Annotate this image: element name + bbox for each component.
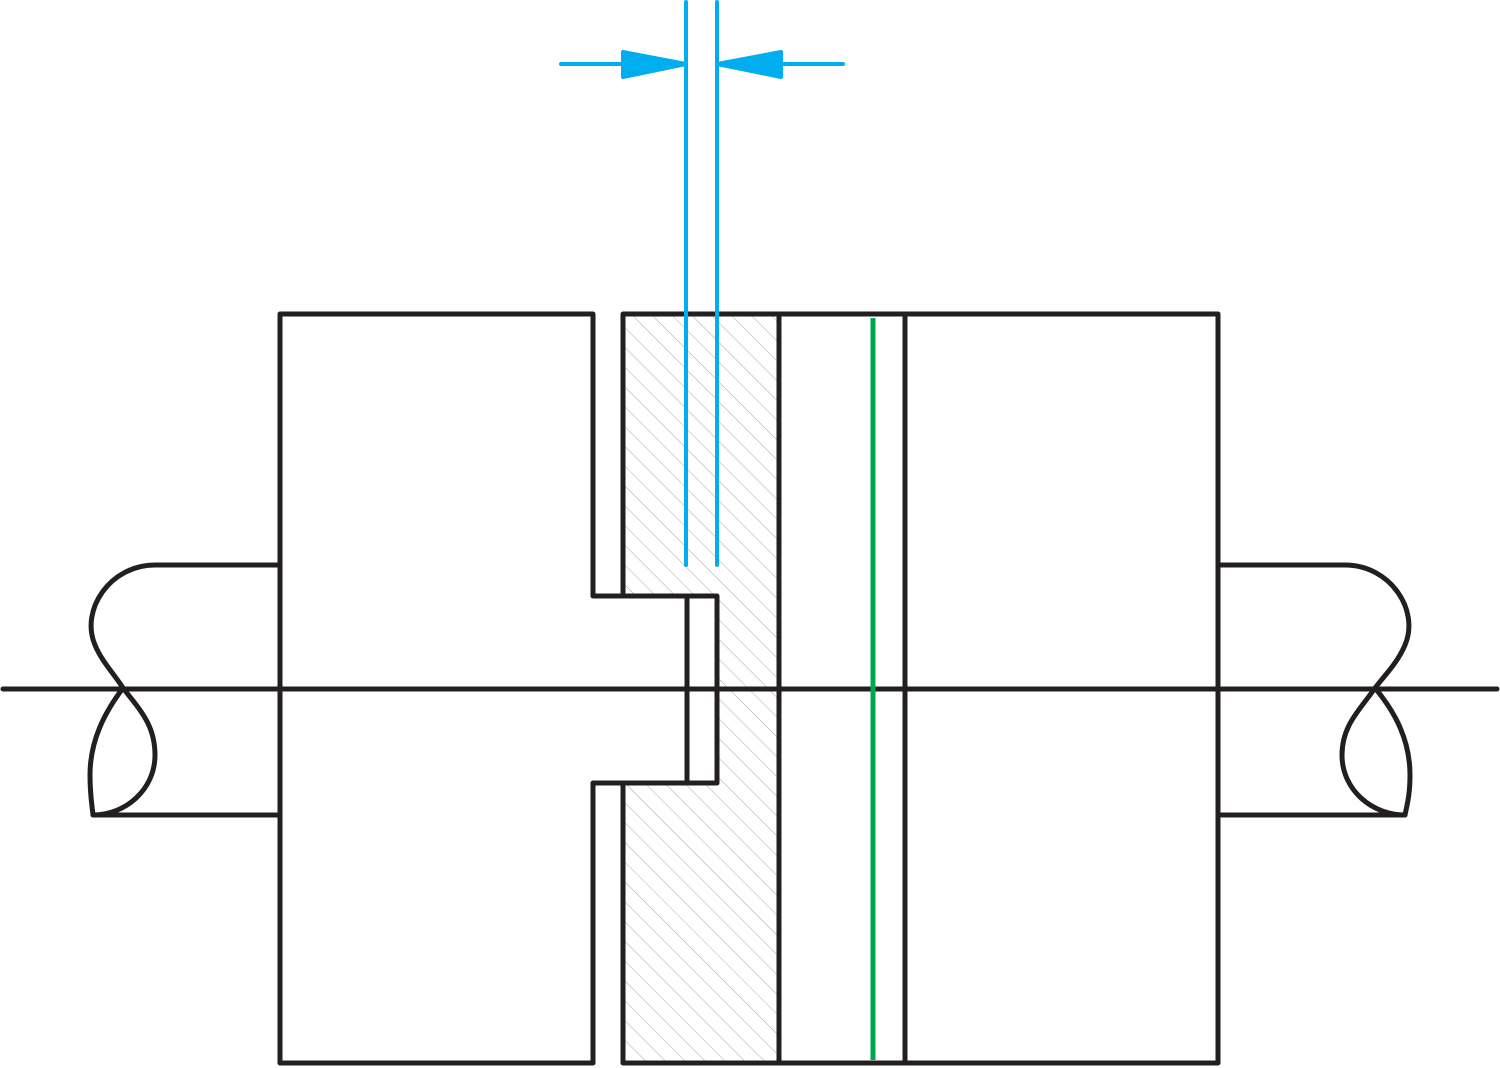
arrowhead-right-pointing-icon bbox=[621, 50, 688, 79]
hatched-insert-fill bbox=[623, 314, 779, 1063]
arrowhead-left-pointing-icon bbox=[715, 50, 783, 79]
left-hub-outline bbox=[277, 311, 720, 1066]
right-shaft-break-curve bbox=[1372, 685, 1413, 818]
left-shaft-break-curve bbox=[87, 685, 126, 818]
gap-dimension bbox=[559, 0, 845, 567]
